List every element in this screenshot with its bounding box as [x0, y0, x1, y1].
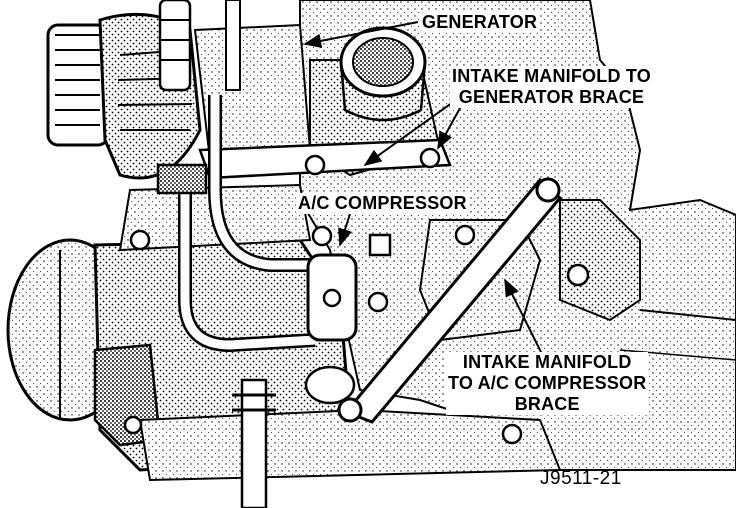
ac-compressor-leader [338, 213, 352, 247]
hoses-and-cables [156, 0, 358, 508]
intake-generator-brace-line-1: INTAKE MANIFOLD TO [452, 66, 651, 86]
figure-id: J9511-21 [540, 468, 622, 489]
intake-ac-brace-line-2: TO A/C COMPRESSOR [448, 373, 647, 393]
generator-label: GENERATOR [420, 12, 540, 33]
intake-generator-brace-line-2: GENERATOR BRACE [458, 87, 645, 107]
ac-brace-leader [504, 278, 546, 361]
ac-compressor-label: A/C COMPRESSOR [296, 193, 469, 214]
ac-compressor-brace [337, 177, 563, 424]
generator-leader [303, 21, 419, 48]
intake-ac-brace-label: INTAKE MANIFOLD TO A/C COMPRESSOR BRACE [446, 352, 649, 415]
intake-generator-brace-label: INTAKE MANIFOLD TO GENERATOR BRACE [450, 66, 653, 108]
intake-ac-brace-line-3: BRACE [514, 394, 580, 414]
intake-ac-brace-line-1: INTAKE MANIFOLD [462, 352, 632, 372]
